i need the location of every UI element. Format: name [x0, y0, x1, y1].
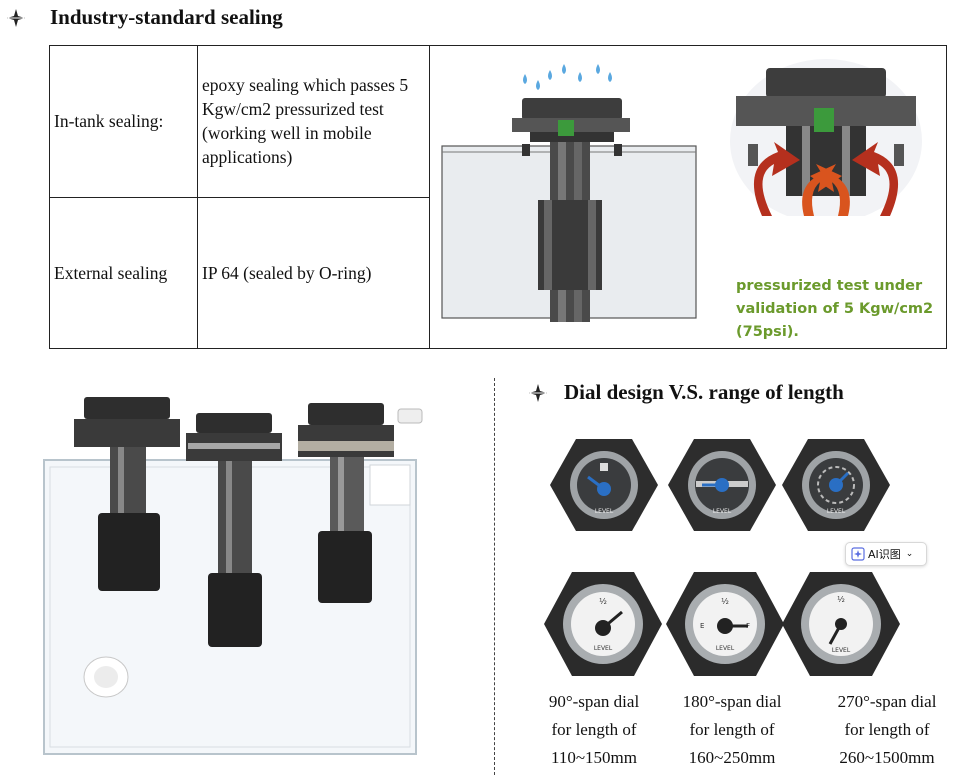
dial-dark-180: LEVEL [668, 439, 776, 531]
sealing-table: In-tank sealing: epoxy sealing which pas… [49, 45, 947, 349]
water-droplets-icon [523, 64, 612, 90]
diamond-bullet-icon [529, 384, 547, 402]
row-desc-external: IP 64 (sealed by O-ring) [197, 196, 430, 349]
diamond-bullet-icon [7, 9, 25, 27]
section-title-sealing: Industry-standard sealing [50, 5, 283, 29]
dial-dark-90: LEVEL [550, 439, 658, 531]
dial-half-text: ½ [599, 597, 607, 606]
ai-chip-label: AI识图 [868, 548, 901, 561]
caption-180: 180°-span dial for length of 160~250mm [670, 688, 794, 772]
dial-e-text: E [700, 622, 704, 630]
pressure-arrows-icon [753, 142, 899, 216]
caption-line: 90°-span dial [548, 692, 640, 711]
sealing-figure-cell: pressurized test under validation of 5 K… [429, 45, 947, 349]
caption-line: 160~250mm [688, 748, 776, 767]
ai-image-recognition-button[interactable]: AI识图 ⌄ [845, 542, 927, 566]
dial-light-90: ½ LEVEL [544, 572, 662, 676]
row-label-in-tank: In-tank sealing: [49, 45, 198, 198]
dial-half-text: ½ [837, 595, 845, 604]
dial-dark-270: LEVEL [782, 439, 890, 531]
dial-light-180: ½ E F LEVEL [666, 572, 784, 676]
caption-line: for length of [689, 720, 775, 739]
pressure-closeup-diagram [730, 59, 922, 216]
caption-line: 260~1500mm [839, 748, 935, 767]
dial-level-text: LEVEL [827, 508, 846, 515]
dial-f-text: F [746, 622, 750, 630]
pressure-note-line-3: (75psi). [736, 324, 799, 340]
dial-level-text: LEVEL [713, 508, 732, 515]
row-label-external: External sealing [49, 196, 198, 349]
dial-level-text: LEVEL [832, 647, 851, 654]
caption-line: 180°-span dial [682, 692, 782, 711]
caption-line: 110~150mm [550, 748, 637, 767]
tank-cross-section-diagram [441, 64, 697, 322]
row-desc-in-tank: epoxy sealing which passes 5 Kgw/cm2 pre… [197, 45, 430, 198]
pressure-test-note: pressurized test under validation of 5 K… [736, 275, 933, 344]
chevron-down-icon: ⌄ [905, 549, 914, 559]
pressure-note-line-2: validation of 5 Kgw/cm2 [736, 301, 934, 317]
dial-light-270: ½ LEVEL [782, 572, 900, 676]
section-divider [494, 378, 495, 775]
caption-line: for length of [844, 720, 930, 739]
tank-sensor-photo [43, 397, 423, 755]
caption-90: 90°-span dial for length of 110~150mm [534, 688, 654, 772]
dial-level-text: LEVEL [594, 645, 613, 652]
dial-level-text: LEVEL [716, 645, 735, 652]
dial-level-text: LEVEL [595, 508, 614, 515]
caption-line: for length of [551, 720, 637, 739]
section-title-dial: Dial design V.S. range of length [564, 380, 844, 404]
caption-270: 270°-span dial for length of 260~1500mm [822, 688, 952, 772]
dial-half-text: ½ [721, 597, 729, 606]
pressure-note-line-1: pressurized test under [736, 278, 923, 294]
ai-sparkle-icon [851, 547, 865, 561]
caption-line: 270°-span dial [837, 692, 937, 711]
